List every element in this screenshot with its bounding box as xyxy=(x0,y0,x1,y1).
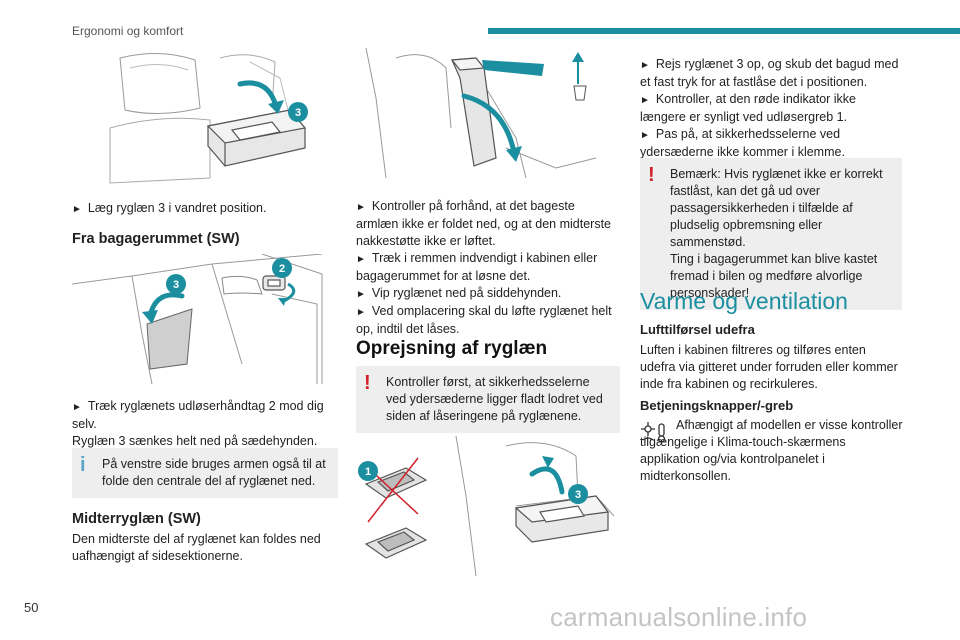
section-title: Varme og ventilation xyxy=(640,288,848,314)
page-number: 50 xyxy=(24,600,39,615)
callout-3: 3 xyxy=(575,489,581,501)
step-lay-backrest: ►Læg ryglæn 3 i vandret position. xyxy=(72,200,342,218)
heading-controls: Betjeningsknapper/-greb xyxy=(640,398,794,413)
step-item: ►Vip ryglænet ned på siddehynden. xyxy=(356,285,618,303)
info-icon: i xyxy=(80,454,86,476)
heading-middle-backrest: Midterryglæn (SW) xyxy=(72,511,201,527)
step-arrow-icon: ► xyxy=(356,202,366,213)
step-pull-handle: ►Træk ryglænets udløserhåndtag 2 mod dig… xyxy=(72,399,324,448)
callout-1: 1 xyxy=(365,466,371,478)
step-item: ►Træk i remmen indvendigt i kabinen elle… xyxy=(356,251,598,283)
callout-3: 3 xyxy=(173,279,179,291)
heading-air-intake: Lufttilførsel udefra xyxy=(640,322,755,337)
step-arrow-icon: ► xyxy=(356,289,366,300)
air-intake-text: Luften i kabinen filtreres og tilføres e… xyxy=(640,343,898,391)
col2-steps: ►Kontroller på forhånd, at det bageste a… xyxy=(356,198,618,338)
middle-backrest-text: Den midterste del af ryglænet kan foldes… xyxy=(72,532,321,563)
controls-text: Afhængigt af modellen er visse kontrolle… xyxy=(640,418,903,483)
figure-raise-backrest: 1 3 xyxy=(356,436,618,582)
watermark: carmanualsonline.info xyxy=(550,602,808,632)
running-header: Ergonomi og komfort xyxy=(72,24,184,38)
step-item: ►Ved omplacering skal du løfte ryglænet … xyxy=(356,304,612,336)
step-arrow-icon: ► xyxy=(356,307,366,318)
figure-strap-release xyxy=(356,48,600,188)
warning-note: ! Kontroller først, at sikkerhedsselerne… xyxy=(356,366,620,433)
step-item: ►Kontroller på forhånd, at det bageste a… xyxy=(356,199,611,248)
header-accent-bar xyxy=(488,28,960,34)
warning-note-locking: ! Bemærk: Hvis ryglænet ikke er korrekt … xyxy=(640,158,902,310)
step-arrow-icon: ► xyxy=(640,130,650,141)
col3-steps: ►Rejs ryglænet 3 op, og skub det bagud m… xyxy=(640,56,904,161)
warning-icon: ! xyxy=(648,164,655,186)
heading-from-boot: Fra bagagerummet (SW) xyxy=(72,231,240,247)
warning-icon: ! xyxy=(364,372,371,394)
figure-fold-backrest: 3 xyxy=(100,48,322,188)
step-arrow-icon: ► xyxy=(640,60,650,71)
step-arrow-icon: ► xyxy=(72,402,82,413)
step-arrow-icon: ► xyxy=(72,204,82,215)
step-arrow-icon: ► xyxy=(356,254,366,265)
climate-icon xyxy=(640,420,670,446)
step-item: ►Pas på, at sikkerhedsselerne ved ydersæ… xyxy=(640,127,845,159)
step-arrow-icon: ► xyxy=(640,95,650,106)
callout-2: 2 xyxy=(279,263,285,275)
heading-raise-backrest: Oprejsning af ryglæn xyxy=(356,338,548,359)
info-note: i På venstre side bruges armen også til … xyxy=(72,448,338,498)
callout-3: 3 xyxy=(295,107,301,119)
step-item: ►Rejs ryglænet 3 op, og skub det bagud m… xyxy=(640,57,899,89)
figure-boot-release: 3 2 xyxy=(72,254,328,390)
step-item: ►Kontroller, at den røde indikator ikke … xyxy=(640,92,857,124)
